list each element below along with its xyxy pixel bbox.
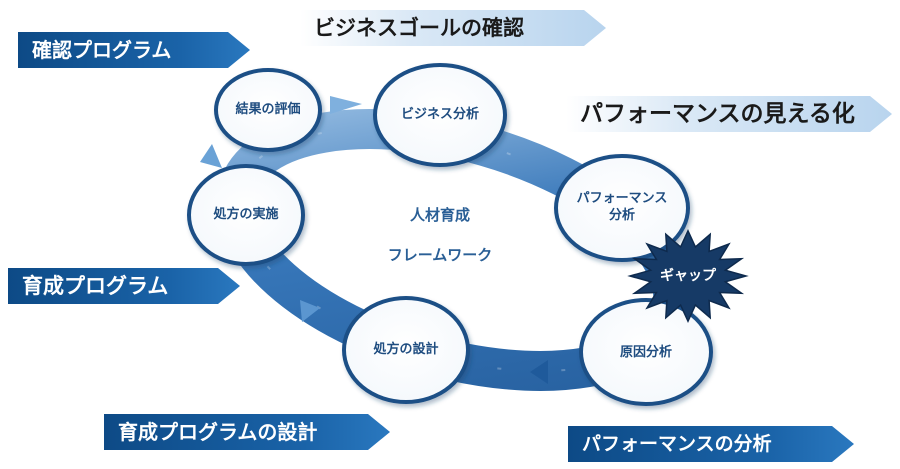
node-root-cause bbox=[579, 298, 713, 406]
node-label-root-cause: 原因分析 bbox=[619, 345, 672, 360]
node-label-prescription-design: 処方の設計 bbox=[373, 342, 439, 357]
node-result-evaluation bbox=[214, 68, 322, 152]
arrow-bottom-left bbox=[300, 300, 320, 322]
arrow-top bbox=[330, 96, 362, 114]
node-business-analysis bbox=[373, 63, 507, 167]
node-label-result-evaluation: 結果の評価 bbox=[235, 102, 301, 117]
node-performance-analysis bbox=[554, 154, 690, 262]
flow-arrows bbox=[200, 96, 548, 384]
node-prescription-design bbox=[342, 296, 470, 404]
node-prescription-implement bbox=[187, 164, 305, 266]
banner-performance-visualize: パフォーマンスの見える化 bbox=[566, 96, 892, 132]
banner-training-program: 育成プログラム bbox=[8, 268, 240, 304]
node-label-performance-analysis-line1: パフォーマンス bbox=[576, 191, 668, 206]
center-label-line1: 人材育成 bbox=[409, 206, 470, 224]
gap-label: ギャップ bbox=[660, 268, 716, 284]
banner-business-goal: ビジネスゴールの確認 bbox=[300, 10, 606, 46]
node-label-performance-analysis: パフォーマンス 分析 bbox=[556, 190, 688, 224]
gap-starburst bbox=[627, 229, 749, 323]
node-label-prescription-implement: 処方の実施 bbox=[213, 207, 279, 222]
center-label-line2: フレームワーク bbox=[387, 246, 493, 264]
arrow-left bbox=[200, 144, 222, 168]
arrow-bottom bbox=[530, 360, 548, 384]
node-label-business-analysis: ビジネス分析 bbox=[400, 107, 479, 122]
banner-confirm-program: 確認プログラム bbox=[18, 32, 250, 68]
banner-performance-analysis: パフォーマンスの分析 bbox=[568, 426, 854, 462]
node-label-performance-analysis-line2: 分析 bbox=[608, 208, 635, 223]
banner-training-program-design: 育成プログラムの設計 bbox=[104, 414, 390, 450]
